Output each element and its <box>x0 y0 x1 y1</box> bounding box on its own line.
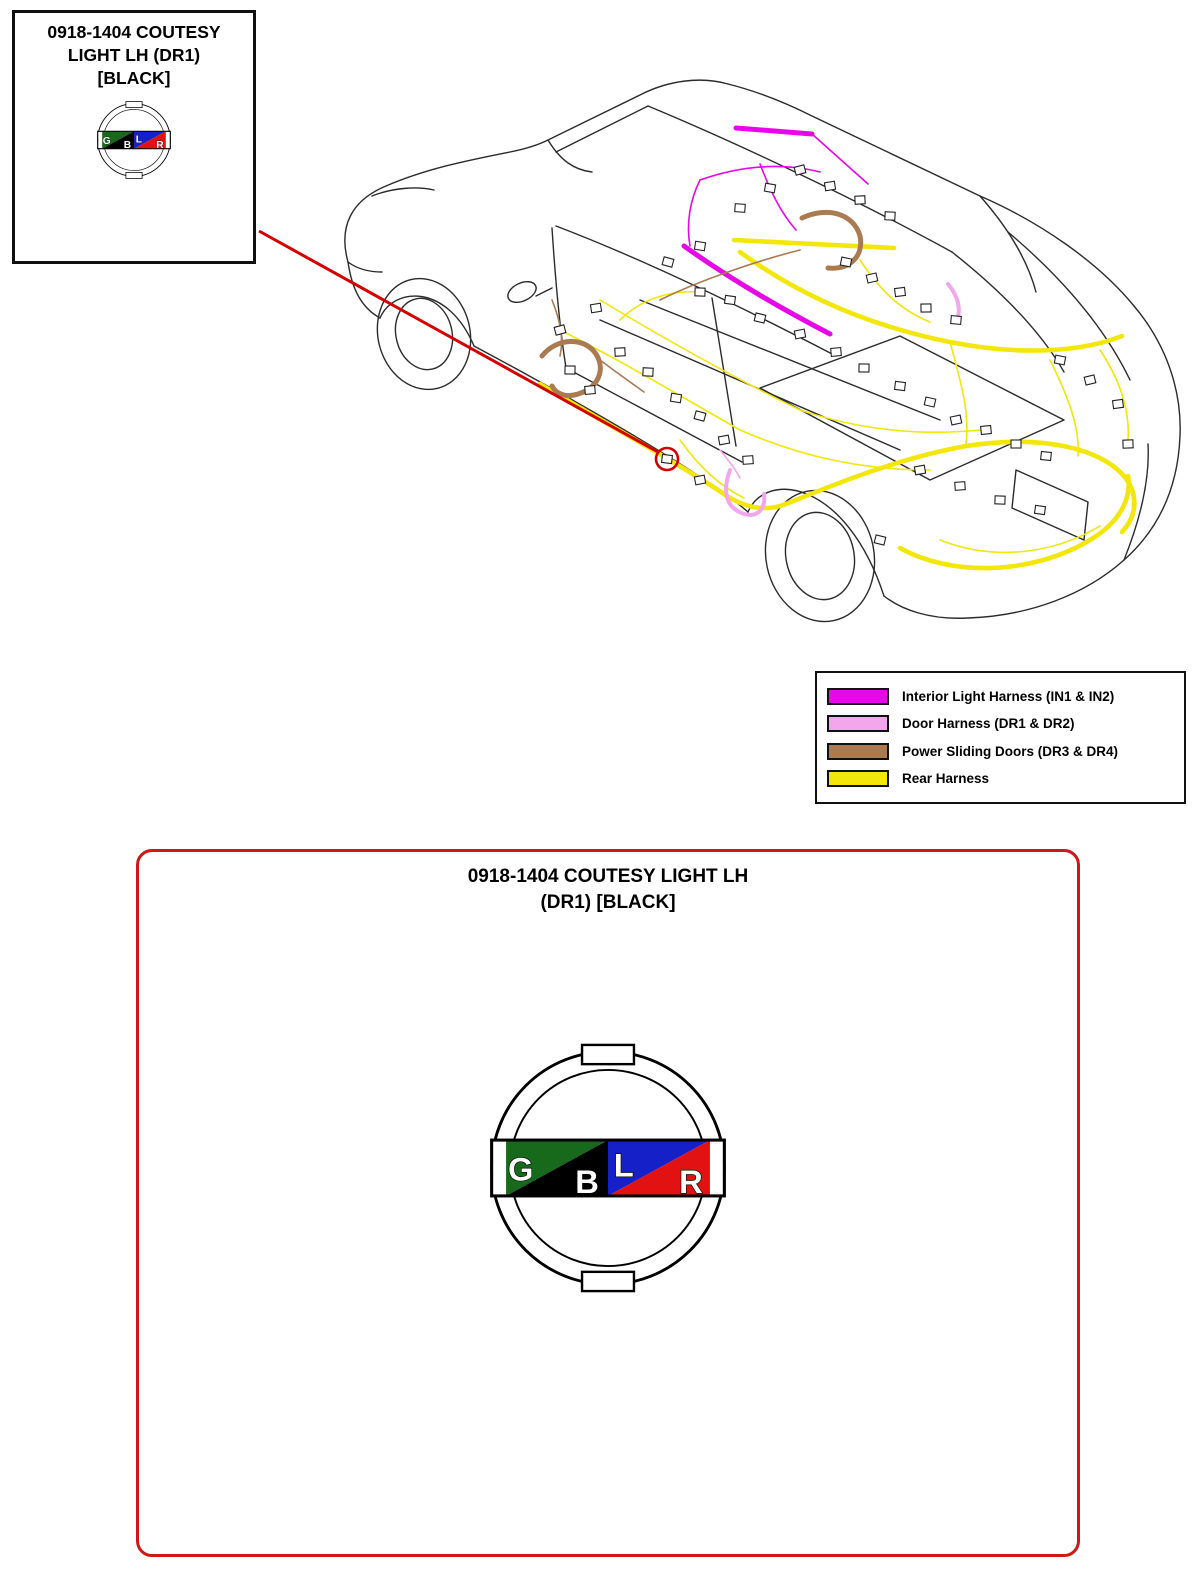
callout-leader-line <box>258 229 659 454</box>
detail-title: 0918-1404 COUTESY LIGHT LH (DR1) [BLACK] <box>467 866 749 913</box>
legend-label-power-sliding: Power Sliding Doors (DR3 & DR4) <box>902 743 1119 759</box>
harness-interior-light-magenta <box>681 125 833 337</box>
connector-icon <box>97 101 171 180</box>
legend-label-door: Door Harness (DR1 & DR2) <box>902 716 1075 732</box>
connector-face-diagram <box>490 1043 726 1293</box>
legend-swatch-interior-light <box>827 688 889 706</box>
car-body-outline <box>344 79 1181 623</box>
callout-title: 0918-1404 COUTESY LIGHT LH (DR1) [BLACK] <box>47 22 221 88</box>
legend-swatch-power-sliding <box>827 742 889 760</box>
legend-label-interior-light: Interior Light Harness (IN1 & IN2) <box>902 689 1115 705</box>
harness-yellow-branches <box>559 259 1130 554</box>
legend-row-rear: Rear Harness <box>817 769 1184 787</box>
legend-swatch-door <box>827 715 889 733</box>
harness-door-pink <box>724 282 961 517</box>
harness-magenta-branches <box>687 133 869 247</box>
harness-legend: Interior Light Harness (IN1 & IN2) Door … <box>815 671 1186 804</box>
harness-power-sliding-brown <box>539 209 864 399</box>
harness-rear-yellow <box>537 237 1137 571</box>
connector-callout-box: 0918-1404 COUTESY LIGHT LH (DR1) [BLACK] <box>12 10 256 264</box>
legend-swatch-rear <box>827 769 889 787</box>
harness-pink-branches <box>719 449 741 479</box>
legend-row-interior-light: Interior Light Harness (IN1 & IN2) <box>817 688 1184 706</box>
connector-detail-panel: 0918-1404 COUTESY LIGHT LH (DR1) [BLACK] <box>136 849 1080 1557</box>
target-location-circle <box>654 446 680 472</box>
connector-squares <box>553 164 1134 546</box>
legend-row-door: Door Harness (DR1 & DR2) <box>817 715 1184 733</box>
legend-row-power-sliding: Power Sliding Doors (DR3 & DR4) <box>817 742 1184 760</box>
legend-label-rear: Rear Harness <box>902 770 990 786</box>
harness-brown-branches <box>551 249 801 393</box>
